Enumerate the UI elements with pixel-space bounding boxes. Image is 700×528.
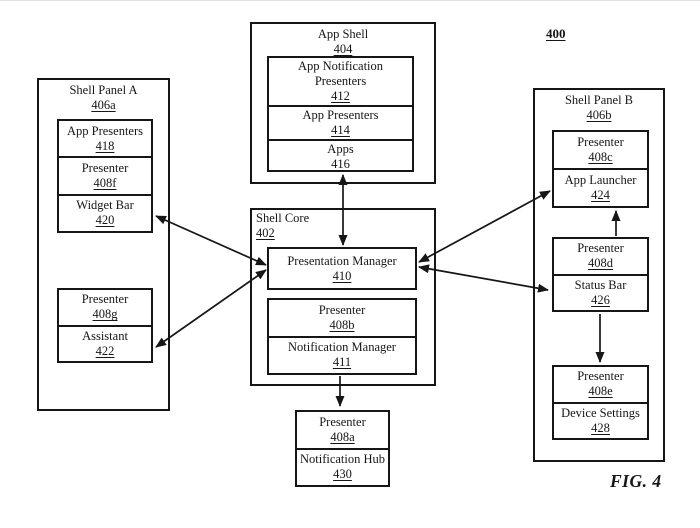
- figure-reference-number: 400: [546, 26, 566, 41]
- presentation-manager-box: Presentation Manager 410: [267, 247, 417, 290]
- node-notification-hub: Notification Hub 430: [297, 447, 388, 486]
- shell-core-title: Shell Core 402: [256, 211, 426, 241]
- node-presenter-408e: Presenter 408e: [554, 367, 647, 402]
- node-label: Shell Panel A: [69, 83, 138, 97]
- node-ref: 414: [331, 123, 350, 137]
- node-label: Presenter: [577, 135, 624, 149]
- app-shell-stack: App Notification Presenters 412 App Pres…: [267, 56, 414, 172]
- node-ref: 404: [333, 42, 353, 56]
- node-label: Presenter: [577, 241, 624, 256]
- node-label: Presenter: [319, 414, 366, 429]
- node-ref: 422: [95, 343, 115, 358]
- node-status-bar: Status Bar 426: [554, 273, 647, 311]
- shell-panel-b-stack-1: Presenter 408c App Launcher 424: [552, 130, 649, 208]
- node-app-presenters-418: App Presenters 418: [59, 121, 151, 156]
- shell-panel-b-stack-2: Presenter 408d Status Bar 426: [552, 237, 649, 312]
- node-presenter-408f: Presenter 408f: [59, 156, 151, 193]
- node-label: Shell Panel B: [564, 93, 634, 107]
- shell-panel-a-stack-1: App Presenters 418 Presenter 408f Widget…: [57, 119, 153, 233]
- arrow-presentation-manager-app-launcher: [418, 190, 551, 263]
- node-label: Device Settings: [561, 405, 640, 420]
- node-presenter-408d: Presenter 408d: [554, 239, 647, 274]
- node-label: Notification Hub: [299, 452, 386, 467]
- node-label: Presentation Manager: [287, 253, 397, 268]
- node-ref: 411: [332, 355, 352, 370]
- node-ref: 408f: [93, 175, 117, 190]
- node-presenter-408a: Presenter 408a: [297, 412, 388, 448]
- notification-hub-stack: Presenter 408a Notification Hub 430: [295, 410, 390, 487]
- node-apps: Apps 416: [269, 139, 412, 173]
- node-ref: 408d: [588, 256, 613, 271]
- shell-panel-a-title: Shell Panel A 406a: [37, 83, 170, 113]
- node-presenter-408g: Presenter 408g: [59, 290, 151, 325]
- node-app-notification-presenters: App Notification Presenters 412: [269, 58, 412, 105]
- node-label: Widget Bar: [76, 198, 134, 213]
- node-label: Assistant: [82, 328, 128, 343]
- node-label: Presenter: [81, 160, 129, 175]
- node-ref: 412: [331, 89, 350, 103]
- node-app-presenters: App Presenters 414: [269, 105, 412, 139]
- node-notification-manager: Notification Manager 411: [269, 335, 415, 374]
- node-ref: 402: [256, 226, 275, 240]
- node-widget-bar: Widget Bar 420: [59, 193, 151, 231]
- node-label: App Notification Presenters: [297, 59, 384, 88]
- shell-panel-b-title: Shell Panel B 406b: [533, 93, 665, 123]
- node-label: App Shell: [317, 27, 369, 41]
- node-presenter-408b: Presenter 408b: [269, 300, 415, 336]
- node-ref: 416: [331, 157, 350, 171]
- node-label: App Presenters: [66, 123, 144, 138]
- node-ref: 420: [95, 213, 115, 228]
- arrow-presentation-manager-status-bar: [418, 264, 549, 293]
- node-presentation-manager: Presentation Manager 410: [269, 249, 415, 288]
- figure-caption: FIG. 4: [610, 471, 662, 491]
- app-shell-title: App Shell 404: [250, 27, 436, 57]
- shell-panel-a-stack-2: Presenter 408g Assistant 422: [57, 288, 153, 363]
- node-ref: 406a: [91, 98, 116, 112]
- node-device-settings: Device Settings 428: [554, 401, 647, 439]
- node-label: Notification Manager: [288, 340, 396, 355]
- node-ref: 408e: [588, 384, 613, 399]
- node-label: App Launcher: [564, 173, 637, 187]
- shell-panel-b-stack-3: Presenter 408e Device Settings 428: [552, 365, 649, 440]
- node-ref: 408b: [329, 317, 355, 332]
- node-label: Apps: [327, 142, 354, 156]
- node-label: Status Bar: [574, 277, 627, 292]
- node-ref: 430: [333, 467, 352, 482]
- node-ref: 408a: [330, 429, 355, 444]
- node-assistant: Assistant 422: [59, 324, 151, 362]
- node-label: Presenter: [318, 302, 366, 317]
- node-ref: 426: [591, 292, 610, 307]
- node-ref: 406b: [586, 108, 612, 122]
- node-app-launcher: App Launcher 424: [554, 168, 647, 206]
- node-ref: 410: [332, 268, 352, 283]
- node-presenter-408c: Presenter 408c: [554, 132, 647, 168]
- node-label: App Presenters: [302, 108, 379, 122]
- node-ref: 408c: [588, 150, 613, 164]
- node-ref: 418: [95, 138, 115, 153]
- node-label: Shell Core: [256, 211, 310, 225]
- node-ref: 408g: [92, 307, 118, 322]
- node-label: Presenter: [577, 369, 624, 384]
- shell-core-stack: Presenter 408b Notification Manager 411: [267, 298, 417, 375]
- node-ref: 424: [591, 188, 610, 202]
- node-label: Presenter: [81, 292, 129, 307]
- node-ref: 428: [591, 420, 610, 435]
